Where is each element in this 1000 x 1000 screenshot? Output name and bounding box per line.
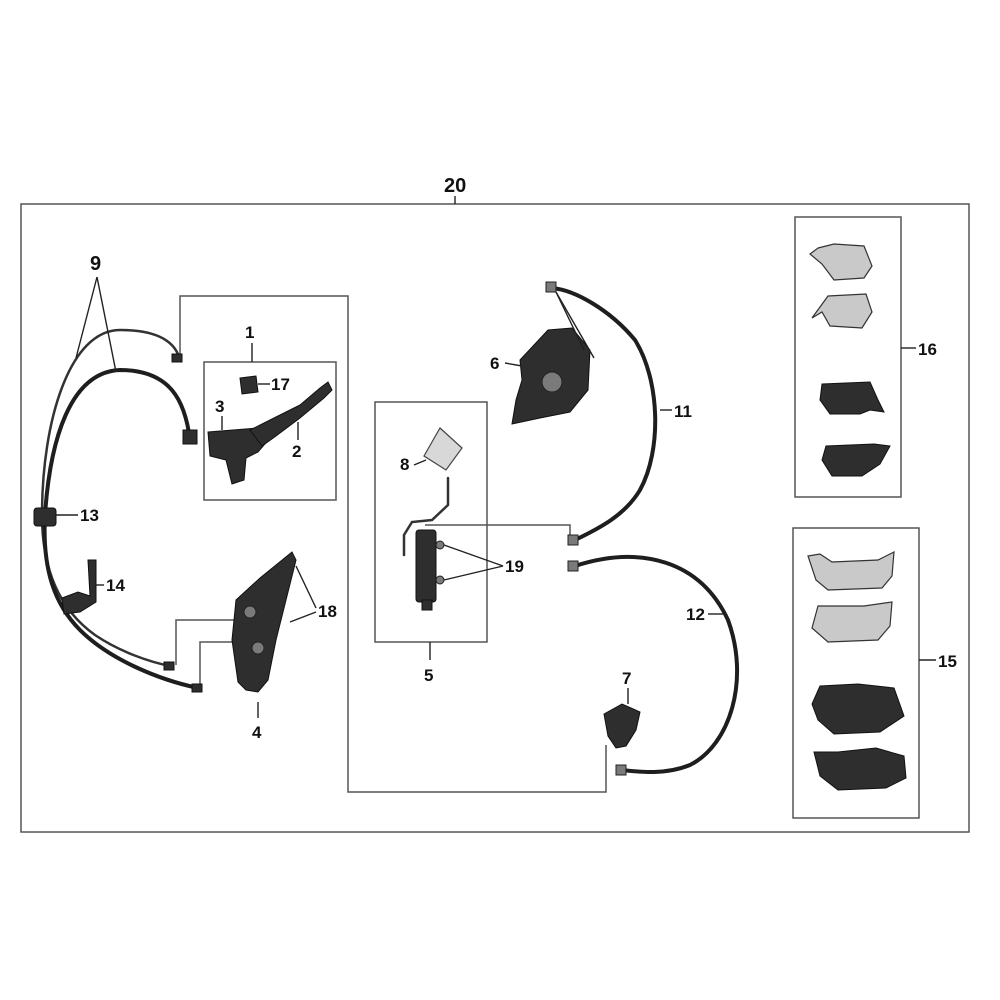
bracket [423, 427, 463, 471]
brake-lever [249, 381, 333, 447]
rear-lower-fitting-bottom [615, 764, 627, 776]
routing-line-caliper-1 [175, 619, 242, 665]
routing-line-abs [425, 524, 571, 540]
callout-8: 8 [400, 455, 409, 474]
fitting-2 [435, 575, 445, 585]
front-pad-set [807, 550, 907, 791]
front-caliper [231, 551, 297, 693]
callout-15: 15 [938, 652, 957, 671]
callout-17: 17 [271, 375, 290, 394]
callout-20: 20 [444, 175, 466, 197]
abs-valve-body [415, 529, 437, 603]
callout-5: 5 [424, 666, 433, 685]
callout-12: 12 [686, 605, 705, 624]
callout-6: 6 [490, 354, 499, 373]
hose-end-2 [191, 683, 203, 693]
front-pads-frame [792, 527, 920, 819]
callout-1: 1 [245, 323, 254, 342]
rear-pads-frame [794, 216, 902, 498]
hose-fitting-lower [182, 429, 198, 445]
hose-joint [33, 507, 57, 527]
rear-caliper-piston [541, 371, 563, 393]
hose-end-1 [163, 661, 175, 671]
callout-11: 11 [674, 402, 692, 421]
abs-pipe [402, 476, 450, 557]
callout-2: 2 [292, 442, 301, 461]
rear-hose-lower [573, 555, 740, 775]
caliper-piston-1 [243, 605, 257, 619]
fitting-1 [435, 540, 445, 550]
callout-18: 18 [318, 602, 337, 621]
rear-hose-fitting-top [545, 281, 557, 293]
assembly-frame [20, 203, 970, 833]
lever-switch [239, 375, 259, 395]
rear-hose-upper [550, 286, 658, 542]
callout-9: 9 [90, 253, 101, 275]
rear-hose-fitting-bottom [567, 534, 579, 546]
callout-13: 13 [80, 506, 99, 525]
callout-4: 4 [252, 723, 262, 742]
routing-line-caliper-2 [199, 641, 235, 690]
abs-valve-stem [421, 599, 433, 611]
master-cylinder-frame [203, 361, 337, 501]
front-hose-lower [42, 367, 200, 690]
front-hose-upper [40, 328, 182, 668]
rear-lower-fitting-top [567, 560, 579, 572]
caliper-piston-2 [251, 641, 265, 655]
callout-14: 14 [106, 576, 125, 595]
callout-7: 7 [622, 669, 631, 688]
hose-fitting-upper [171, 353, 183, 363]
callout-16: 16 [918, 340, 937, 359]
abs-unit-frame [374, 401, 488, 643]
callout-3: 3 [215, 397, 224, 416]
routing-line-front [179, 295, 607, 793]
hose-clamp [61, 559, 97, 615]
rear-master-cylinder [603, 703, 641, 749]
rear-pad-set [809, 243, 891, 477]
callout-19: 19 [505, 557, 524, 576]
